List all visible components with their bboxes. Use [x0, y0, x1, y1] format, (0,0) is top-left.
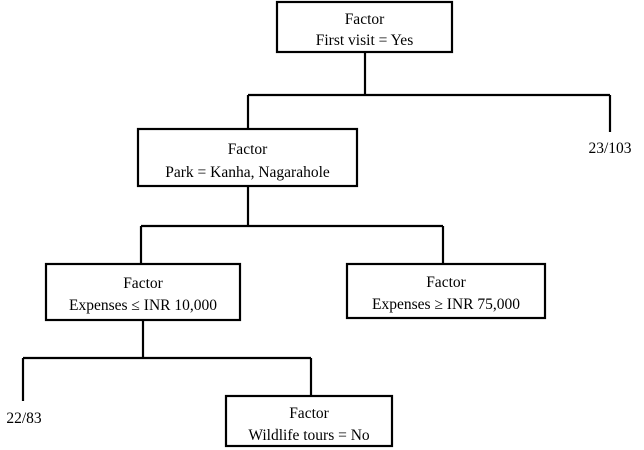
node-expenses-high-box[interactable]	[345, 262, 547, 320]
edge-group-root	[246, 52, 612, 132]
node-root-box[interactable]	[275, 0, 454, 54]
node-root[interactable]: Factor First visit = Yes	[275, 0, 454, 54]
node-park-box[interactable]	[136, 127, 359, 188]
node-wildlife-tours-line2: Wildlife tours = No	[248, 427, 370, 444]
node-wildlife-tours[interactable]: Factor Wildlife tours = No	[224, 394, 394, 448]
node-expenses-high-line2: Expenses ≥ INR 75,000	[372, 296, 520, 313]
node-root-line1: Factor	[345, 11, 385, 28]
node-wildlife-tours-box[interactable]	[224, 394, 394, 448]
node-park-line2: Park = Kanha, Nagarahole	[165, 164, 330, 181]
node-wildlife-tours-line1: Factor	[289, 405, 329, 422]
node-root-line2: First visit = Yes	[316, 32, 413, 49]
node-expenses-low-line1: Factor	[123, 275, 163, 292]
node-park[interactable]: Factor Park = Kanha, Nagarahole	[136, 127, 359, 188]
edge-group-expenses-low	[21, 320, 313, 401]
node-park-line1: Factor	[228, 141, 268, 158]
edge-group-park	[139, 186, 445, 264]
node-expenses-high[interactable]: Factor Expenses ≥ INR 75,000	[345, 262, 547, 320]
node-expenses-high-line1: Factor	[426, 274, 466, 291]
leaf-label-22-83: 22/83	[6, 410, 42, 427]
node-expenses-low[interactable]: Factor Expenses ≤ INR 10,000	[44, 262, 242, 322]
leaf-label-23-103: 23/103	[588, 140, 631, 157]
node-expenses-low-line2: Expenses ≤ INR 10,000	[69, 297, 217, 314]
node-expenses-low-box[interactable]	[44, 262, 242, 322]
